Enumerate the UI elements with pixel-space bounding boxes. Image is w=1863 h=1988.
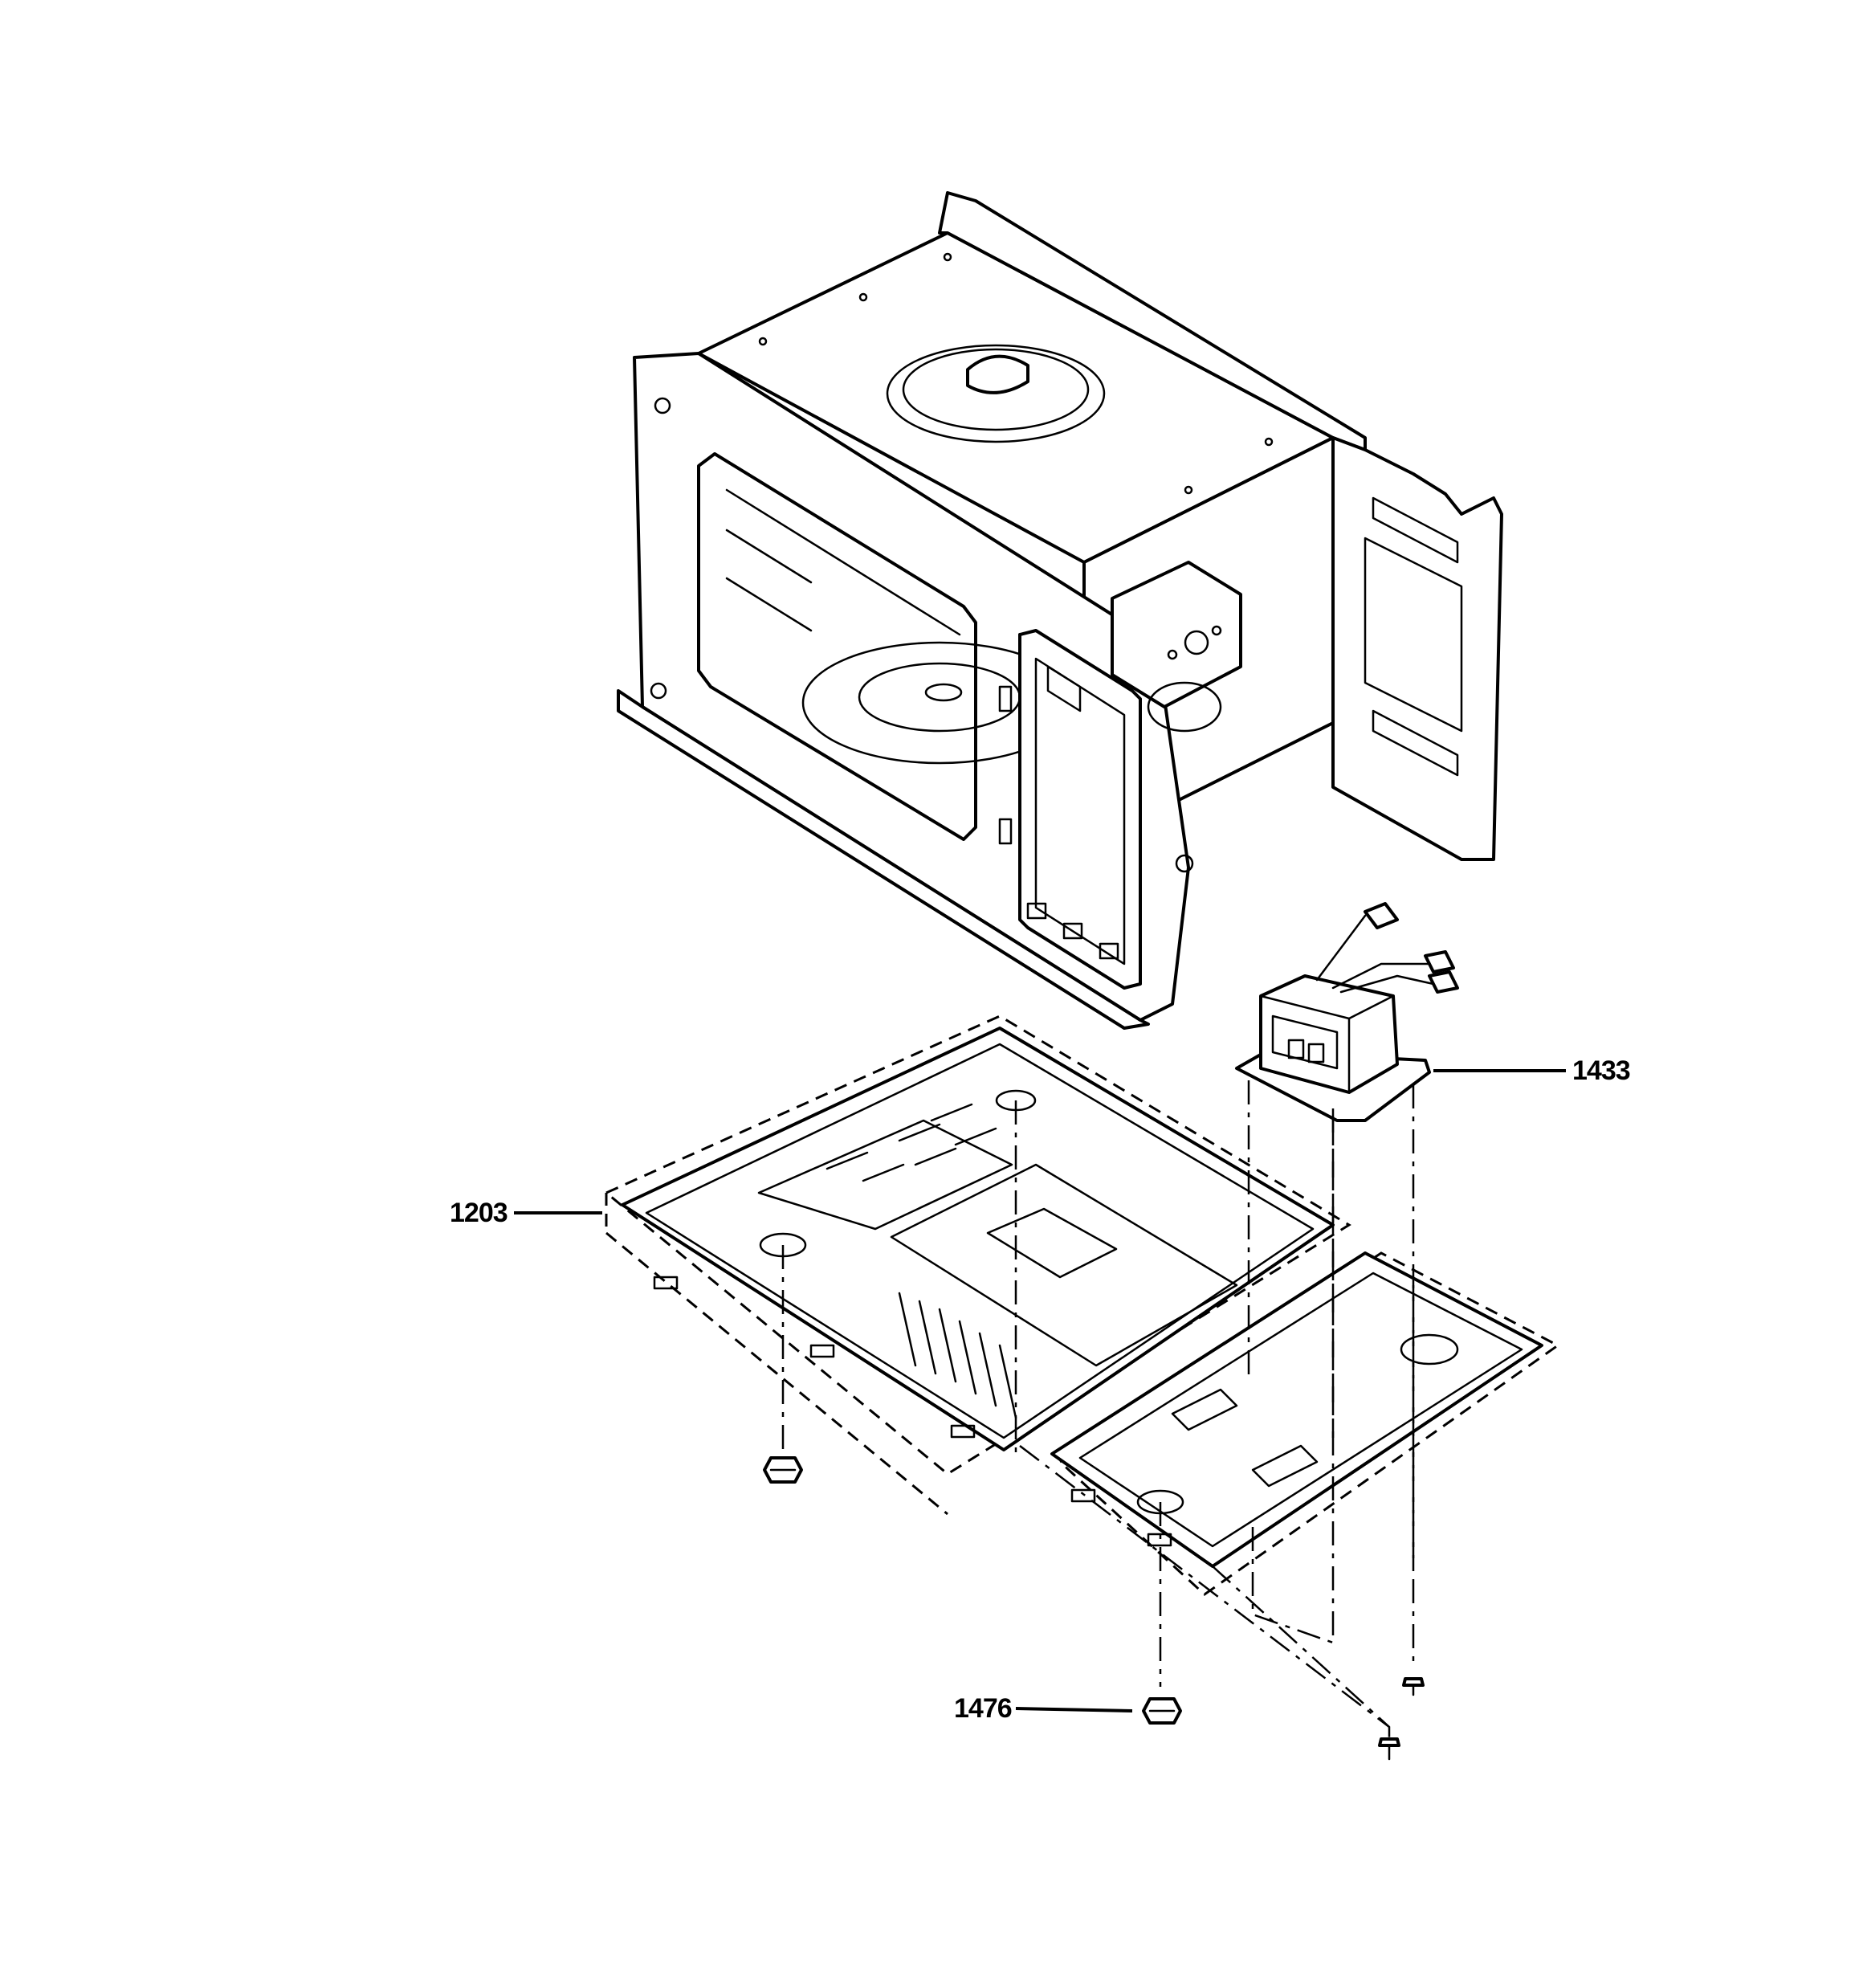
foot-nut-lower xyxy=(1142,1697,1182,1725)
callout-1433: 1433 xyxy=(1572,1055,1631,1086)
transformer xyxy=(1235,902,1459,1122)
base-vent-slots xyxy=(826,1103,1017,1419)
magnetron xyxy=(1111,561,1242,733)
callout-1476: 1476 xyxy=(954,1693,1013,1724)
stirrer-cover xyxy=(886,344,1106,443)
leader-line-1476 xyxy=(1015,1707,1133,1712)
oven-cavity-assembly xyxy=(617,191,1503,1030)
projection-lines xyxy=(781,1080,1415,1743)
base-plate xyxy=(604,1014,1351,1516)
base-plate-right xyxy=(1050,1251,1560,1596)
foot-nut-upper xyxy=(763,1456,803,1484)
callout-1203: 1203 xyxy=(450,1198,508,1228)
back-vent-grille xyxy=(1364,496,1463,777)
screw-right xyxy=(1402,1677,1425,1696)
screw-left xyxy=(1378,1737,1400,1761)
